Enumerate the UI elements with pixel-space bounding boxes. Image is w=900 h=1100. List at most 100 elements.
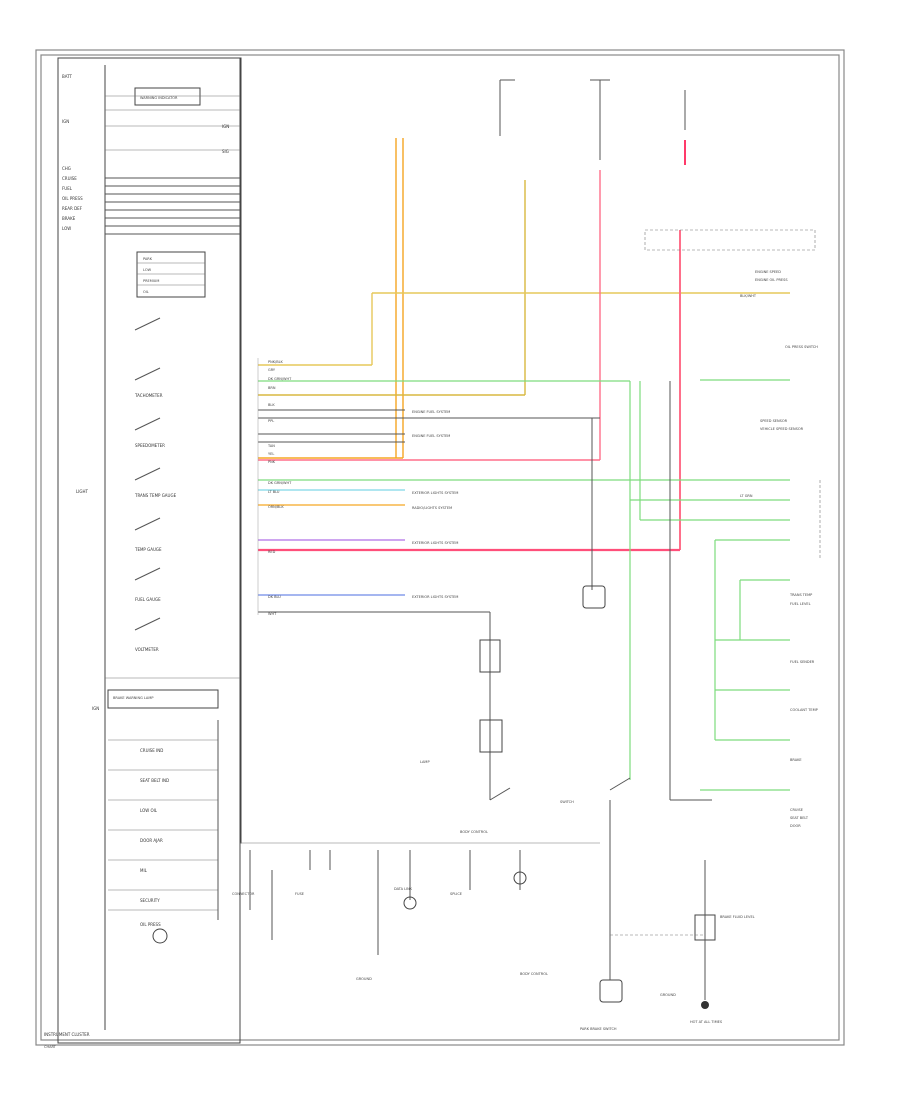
bottom-wires — [249, 800, 706, 1000]
cluster-label: SECURITY — [140, 898, 160, 903]
colored-wires — [258, 138, 790, 791]
mid-label: EXTERIOR LIGHTS SYSTEM — [412, 595, 458, 599]
cluster-label: LOW — [62, 226, 71, 231]
right-label: SEAT BELT — [790, 816, 809, 820]
cluster-label: FUEL — [62, 186, 73, 191]
lamp-icon — [152, 928, 168, 944]
right-label: VEHICLE SPEED SENSOR — [760, 427, 804, 431]
wire-code-labels: PNK/BLK GRY DK GRN/WHT BRN BLK PPL TAN Y… — [267, 294, 757, 616]
cluster-main-box — [239, 57, 242, 844]
bottom-label: HOT AT ALL TIMES — [690, 1020, 723, 1024]
cluster-label: CRUISE IND — [140, 748, 163, 753]
cluster-label: PARK — [143, 257, 153, 261]
cluster-labels: BATT WARNING INDICATOR IGN SIG IGN CHG C… — [62, 74, 229, 927]
right-label: ENGINE SPEED — [755, 270, 781, 274]
cluster-label: IGN — [62, 119, 69, 124]
bottom-tag: CHART — [44, 1045, 57, 1049]
bottom-label: BODY CONTROL — [460, 830, 488, 834]
cluster-label: TACHOMETER — [134, 393, 163, 398]
bottom-label: GROUND — [660, 993, 676, 997]
indicator-row-lines — [108, 720, 219, 920]
right-labels: ENGINE SPEED ENGINE OIL PRESS OIL PRESS … — [755, 270, 818, 828]
wire-code: LT GRN — [740, 494, 753, 498]
mid-label: ENGINE FUEL SYSTEM — [412, 434, 450, 438]
cluster-label: BRAKE — [62, 216, 76, 221]
wire-code: PPL — [268, 419, 274, 423]
components — [479, 585, 716, 1009]
cluster-label: LOW — [143, 268, 152, 272]
cluster-label: BATT — [62, 74, 73, 79]
right-label: SPEED SENSOR — [760, 419, 788, 423]
wire-code: BRN — [268, 386, 276, 390]
bottom-label: DATA LINK — [394, 887, 413, 891]
cluster-label: LOW OIL — [140, 808, 158, 813]
right-label: TRANS TEMP — [789, 593, 812, 597]
cluster-label: TRANS TEMP GAUGE — [134, 493, 177, 498]
wire-code: RED — [268, 550, 276, 554]
left-side-label: IGN — [92, 706, 99, 711]
wire-code: GRY — [268, 368, 276, 372]
right-label: ENGINE OIL PRESS — [755, 278, 788, 282]
bottom-label: SPLICE — [450, 892, 462, 896]
cluster-bus-lines — [105, 177, 240, 235]
wire-code: TAN — [267, 444, 275, 448]
bottom-labels: CONNECTOR FUSE GROUND DATA LINK SPLICE B… — [232, 760, 755, 1031]
cluster-label: FUEL GAUGE — [135, 597, 161, 602]
wire-code: BLK/WHT — [740, 294, 757, 298]
left-side-label: LIGHT — [76, 489, 89, 494]
outer-frame — [35, 49, 845, 1046]
cluster-label: OIL PRESS — [140, 922, 161, 927]
wire-code: DK BLU — [268, 595, 281, 599]
bottom-label: CONNECTOR — [232, 892, 255, 896]
right-label: CRUISE — [790, 808, 803, 812]
mid-labels: ENGINE FUEL SYSTEM ENGINE FUEL SYSTEM EX… — [412, 410, 458, 599]
cluster-label: OIL — [143, 290, 149, 294]
wire-code: BLK — [268, 403, 275, 407]
diagram-title: INSTRUMENT CLUSTER — [44, 1032, 90, 1037]
bottom-label: GROUND — [356, 977, 372, 981]
right-label: BRAKE — [790, 758, 802, 762]
right-label: FUEL LEVEL — [790, 602, 811, 606]
bottom-label: LAMP — [420, 760, 430, 764]
right-label: OIL PRESS SWITCH — [785, 345, 818, 349]
cluster-label: CRUISE — [62, 176, 77, 181]
cluster-label: IGN — [222, 124, 229, 129]
wire-code: ORN/BLK — [268, 505, 284, 509]
top-connectors — [499, 79, 686, 160]
wire-code: LT BLU — [268, 490, 280, 494]
cluster-label: MIL — [140, 868, 148, 873]
cluster-label: BRAKE WARNING LAMP — [113, 696, 153, 700]
bottom-label: PARK BRAKE SWITCH — [580, 1027, 617, 1031]
mid-label: RADIO/LIGHTS SYSTEM — [412, 506, 452, 510]
right-label: FUEL SENDER — [790, 660, 815, 664]
mid-label: EXTERIOR LIGHTS SYSTEM — [412, 491, 458, 495]
cluster-label: TEMP GAUGE — [134, 547, 162, 552]
bottom-label: BODY CONTROL — [520, 972, 548, 976]
wire-code: WHT — [268, 612, 277, 616]
indicator-lamp-group — [136, 251, 206, 298]
cluster-label: PREMIUM — [143, 279, 159, 283]
wire-code: DK GRN/WHT — [268, 377, 292, 381]
right-label: COOLANT TEMP — [790, 708, 818, 712]
inner-frame — [40, 54, 840, 1041]
wire-code: YEL — [268, 452, 274, 456]
gauge-switches — [134, 317, 161, 631]
cluster-label: OIL PRESS — [62, 196, 83, 201]
cluster-label: VOLTMETER — [135, 647, 159, 652]
cluster-label: SEAT BELT IND — [140, 778, 169, 783]
cluster-label: CHG — [62, 166, 71, 171]
wire-code: DK GRN/WHT — [268, 481, 292, 485]
wire-code: PNK — [268, 460, 276, 464]
bottom-label: FUSE — [295, 892, 304, 896]
cluster-label: REAR DEF — [62, 206, 83, 211]
cluster-label: SPEEDOMETER — [135, 443, 165, 448]
bottom-label: BRAKE FLUID LEVEL — [720, 915, 755, 919]
bottom-label: SWITCH — [560, 800, 574, 804]
cluster-label: DOOR AJAR — [140, 838, 163, 843]
mid-label: EXTERIOR LIGHTS SYSTEM — [412, 541, 458, 545]
cluster-label: SIG — [222, 149, 229, 154]
mid-label: ENGINE FUEL SYSTEM — [412, 410, 450, 414]
wire-code: PNK/BLK — [268, 360, 284, 364]
right-label: DOOR — [790, 824, 801, 828]
